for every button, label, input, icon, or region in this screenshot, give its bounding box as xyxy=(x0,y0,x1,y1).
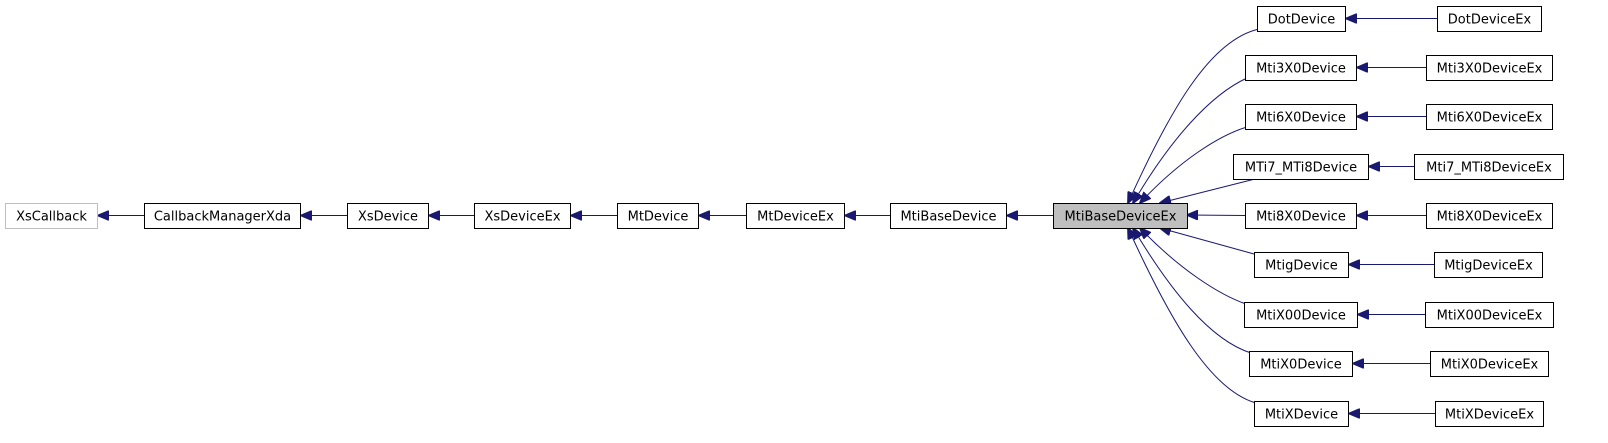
class-node-dotdevice[interactable]: DotDevice xyxy=(1257,6,1346,32)
class-label-mtix00device: MtiX00Device xyxy=(1256,309,1346,324)
class-node-mtibasedeviceex[interactable]: MtiBaseDeviceEx xyxy=(1053,203,1188,229)
class-box-mti6x0device xyxy=(1245,104,1357,130)
class-node-mtix00deviceex[interactable]: MtiX00DeviceEx xyxy=(1425,302,1554,328)
class-node-mti7-mti8deviceex[interactable]: Mti7_MTi8DeviceEx xyxy=(1414,154,1564,180)
class-box-mtix0device xyxy=(1249,351,1353,377)
class-label-mtibasedeviceex: MtiBaseDeviceEx xyxy=(1065,210,1177,225)
class-label-mti3x0device: Mti3X0Device xyxy=(1256,62,1346,77)
class-node-mti8x0deviceex[interactable]: Mti8X0DeviceEx xyxy=(1426,203,1553,229)
class-node-xsdevice[interactable]: XsDevice xyxy=(347,203,429,229)
edge-dotdevice-to-mtibasedeviceex xyxy=(1128,28,1260,203)
class-box-mtigdeviceex xyxy=(1434,252,1543,278)
class-box-mti3x0device xyxy=(1245,55,1357,81)
class-label-mtigdevice: MtigDevice xyxy=(1265,259,1338,274)
class-node-mti7-mti8device[interactable]: MTi7_MTi8Device xyxy=(1233,154,1369,180)
edge-mti8x0device-to-mtibasedeviceex xyxy=(1187,215,1246,216)
class-node-mtixdeviceex[interactable]: MtiXDeviceEx xyxy=(1435,401,1544,427)
class-label-mtigdeviceex: MtigDeviceEx xyxy=(1444,259,1533,274)
class-label-mtix0device: MtiX0Device xyxy=(1260,358,1342,373)
class-box-mtixdevice xyxy=(1254,401,1349,427)
class-label-mti7-mti8deviceex: Mti7_MTi8DeviceEx xyxy=(1426,161,1552,176)
class-node-mtigdeviceex[interactable]: MtigDeviceEx xyxy=(1434,252,1543,278)
class-label-mti6x0device: Mti6X0Device xyxy=(1256,111,1346,126)
class-label-mtixdevice: MtiXDevice xyxy=(1265,408,1338,423)
class-box-mti8x0device xyxy=(1245,203,1357,229)
class-node-mtix00device[interactable]: MtiX00Device xyxy=(1244,302,1358,328)
nodes-layer: XsCallback CallbackManagerXda XsDevice XsDe… xyxy=(5,6,1564,427)
class-box-mtix00deviceex xyxy=(1425,302,1554,328)
class-label-mtdevice: MtDevice xyxy=(628,210,689,225)
class-node-mtixdevice[interactable]: MtiXDevice xyxy=(1254,401,1349,427)
class-box-dotdeviceex xyxy=(1437,6,1542,32)
class-label-mtibasedevice: MtiBaseDevice xyxy=(900,210,996,225)
class-label-xsdeviceex: XsDeviceEx xyxy=(484,210,560,225)
class-box-mti7-mti8device xyxy=(1233,154,1369,180)
class-label-mtix0deviceex: MtiX0DeviceEx xyxy=(1441,358,1539,373)
edge-mtix00device-to-mtibasedeviceex xyxy=(1140,228,1247,305)
edge-mti7-mti8device-to-mtibasedeviceex xyxy=(1160,178,1256,203)
class-label-mti8x0device: Mti8X0Device xyxy=(1256,210,1346,225)
class-node-callbackmanagerxda[interactable]: CallbackManagerXda xyxy=(144,203,301,229)
class-node-mti6x0deviceex[interactable]: Mti6X0DeviceEx xyxy=(1426,104,1553,130)
class-label-mti8x0deviceex: Mti8X0DeviceEx xyxy=(1437,210,1543,225)
edge-mti3x0device-to-mtibasedeviceex xyxy=(1133,77,1248,203)
class-box-callbackmanagerxda xyxy=(144,203,301,229)
class-box-mtibasedevice xyxy=(890,203,1007,229)
class-box-mtdevice xyxy=(617,203,699,229)
class-node-mti6x0device[interactable]: Mti6X0Device xyxy=(1245,104,1357,130)
class-label-mti3x0deviceex: Mti3X0DeviceEx xyxy=(1437,62,1543,77)
class-box-mtigdevice xyxy=(1254,252,1349,278)
class-box-mtibasedeviceex xyxy=(1053,203,1188,229)
class-node-mti3x0deviceex[interactable]: Mti3X0DeviceEx xyxy=(1426,55,1553,81)
edge-mtigdevice-to-mtibasedeviceex xyxy=(1160,228,1255,255)
edge-mti6x0device-to-mtibasedeviceex xyxy=(1140,126,1248,203)
class-label-mtdeviceex: MtDeviceEx xyxy=(757,210,834,225)
edges-layer xyxy=(98,19,1437,414)
class-box-mti6x0deviceex xyxy=(1426,104,1553,130)
class-node-mtibasedevice[interactable]: MtiBaseDevice xyxy=(890,203,1007,229)
class-box-mtdeviceex xyxy=(746,203,845,229)
class-node-mtdeviceex[interactable]: MtDeviceEx xyxy=(746,203,845,229)
class-node-xsdeviceex[interactable]: XsDeviceEx xyxy=(474,203,571,229)
class-node-mtigdevice[interactable]: MtigDevice xyxy=(1254,252,1349,278)
class-box-xsdeviceex xyxy=(474,203,571,229)
class-box-xsdevice xyxy=(347,203,429,229)
class-label-callbackmanagerxda: CallbackManagerXda xyxy=(154,210,291,225)
class-label-dotdevice: DotDevice xyxy=(1268,13,1336,28)
class-label-mtix00deviceex: MtiX00DeviceEx xyxy=(1437,309,1543,324)
class-box-mtix0deviceex xyxy=(1430,351,1549,377)
class-label-dotdeviceex: DotDeviceEx xyxy=(1448,13,1532,28)
class-node-mti8x0device[interactable]: Mti8X0Device xyxy=(1245,203,1357,229)
class-label-xscallback: XsCallback xyxy=(16,210,87,225)
edge-mtixdevice-to-mtibasedeviceex xyxy=(1128,228,1257,404)
class-node-mtix0device[interactable]: MtiX0Device xyxy=(1249,351,1353,377)
class-box-xscallback xyxy=(5,203,98,229)
class-node-xscallback: XsCallback xyxy=(5,203,98,229)
class-node-mti3x0device[interactable]: Mti3X0Device xyxy=(1245,55,1357,81)
class-node-mtix0deviceex[interactable]: MtiX0DeviceEx xyxy=(1430,351,1549,377)
class-box-mti7-mti8deviceex xyxy=(1414,154,1564,180)
class-box-mti8x0deviceex xyxy=(1426,203,1553,229)
class-label-mtixdeviceex: MtiXDeviceEx xyxy=(1445,408,1535,423)
class-box-mtixdeviceex xyxy=(1435,401,1544,427)
class-box-mtix00device xyxy=(1244,302,1358,328)
class-node-dotdeviceex[interactable]: DotDeviceEx xyxy=(1437,6,1542,32)
class-box-dotdevice xyxy=(1257,6,1346,32)
edge-mtix0device-to-mtibasedeviceex xyxy=(1133,228,1252,354)
class-box-mti3x0deviceex xyxy=(1426,55,1553,81)
class-node-mtdevice[interactable]: MtDevice xyxy=(617,203,699,229)
class-label-mti7-mti8device: MTi7_MTi8Device xyxy=(1245,161,1357,176)
class-label-xsdevice: XsDevice xyxy=(358,210,418,225)
class-label-mti6x0deviceex: Mti6X0DeviceEx xyxy=(1437,111,1543,126)
